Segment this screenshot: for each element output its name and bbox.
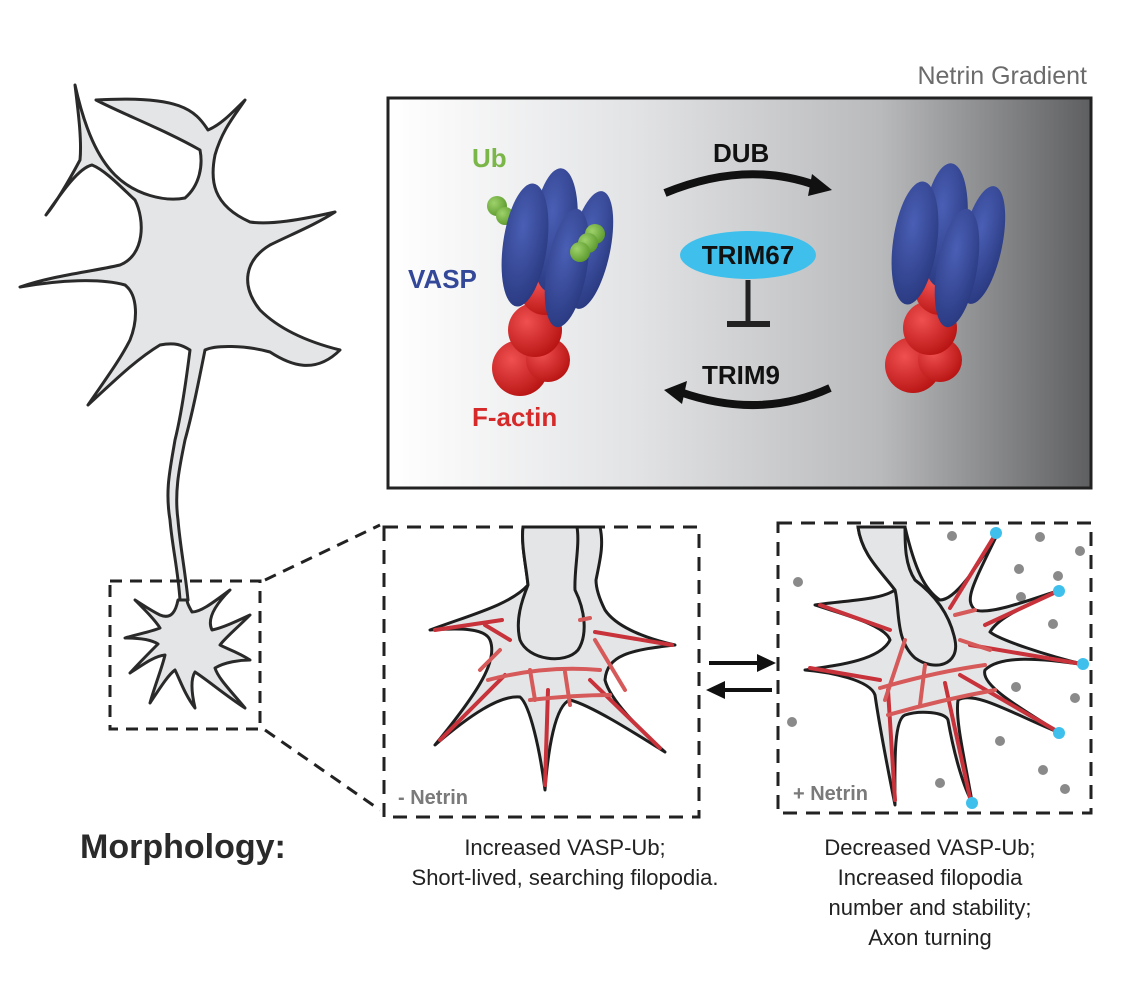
plus-netrin-panel: + Netrin [776,521,1093,815]
netrin-dot [1048,619,1058,629]
netrin-dot [1011,682,1021,692]
netrin-dot [793,577,803,587]
vasp-complex-ubiquitinated [487,168,614,396]
forward-arrowhead-icon [757,654,776,672]
netrin-gradient-panel: Ub VASP F-actin DUB TRIM9 TRIM67 [386,96,1093,490]
netrin-dot [787,717,797,727]
actin-bundle [886,688,897,802]
filopodia-tip-dot [990,527,1002,539]
plus-netrin-label: + Netrin [793,783,868,805]
trim67-oval [680,231,816,279]
actin-bundle [588,678,662,750]
netrin-dot [995,736,1005,746]
actin-bundle [528,668,537,702]
actin-bundle [593,638,627,692]
actin-bundle [883,638,907,702]
filopodia-tip-dot [966,797,978,809]
trim9-label: TRIM9 [702,360,780,390]
plus-netrin-box [776,521,1093,815]
equilibrium-arrows [706,654,776,699]
netrin-molecules [787,531,1085,794]
actin-bundle [943,681,972,800]
caption-minus-netrin: Increased VASP-Ub; Short-lived, searchin… [384,833,746,893]
vasp-unit [501,183,549,307]
netrin-dot [1075,546,1085,556]
growth-cone-small [123,588,252,710]
factin-label: F-actin [472,402,557,432]
actin-bundle [563,670,572,707]
dub-arrow [663,170,817,197]
vasp-label: VASP [408,264,477,294]
vasp-unit [934,208,980,328]
ub-label: Ub [472,143,507,173]
actin-bundle [886,688,997,717]
netrin-dot [1070,693,1080,703]
filopodia-tip-dot [1053,727,1065,739]
actin-bundle [543,688,550,787]
dub-label: DUB [713,138,769,168]
actin-bundle [958,638,992,652]
actin-network-plus [808,533,1084,802]
actin-bundle [593,630,674,647]
morphology-heading: Morphology: [80,828,286,866]
filopodia-tip-dot [1053,585,1065,597]
caption-plus-netrin: Decreased VASP-Ub; Increased filopodia n… [780,833,1080,953]
vasp-unit [891,181,939,305]
trim67-label: TRIM67 [702,240,794,270]
axon-shaft-minus [516,525,586,661]
actin-bundle [438,673,507,742]
actin-bundle [578,616,592,622]
reverse-arrowhead-icon [706,681,725,699]
caption-line: number and stability; [828,895,1032,920]
actin-bundle [953,608,977,617]
actin-bundle [983,590,1058,627]
neuron-body [18,83,342,602]
caption-line: Increased VASP-Ub; [464,835,666,860]
caption-line: Increased filopodia [837,865,1023,890]
netrin-dot [1038,765,1048,775]
zoom-connector-bottom [264,728,381,812]
actin-bundle [483,623,512,642]
netrin-gradient-title: Netrin Gradient [917,62,1087,90]
minus-netrin-panel: - Netrin [382,525,701,819]
netrin-dot [1060,784,1070,794]
actin-bundle [808,666,882,682]
actin-network-minus [433,616,674,787]
dub-arrowhead-icon [808,174,832,196]
zoom-indicator [108,523,381,812]
actin-bundle [528,693,612,702]
vasp-complex-deubiquitinated [885,163,1006,393]
caption-line: Short-lived, searching filopodia. [411,865,719,890]
zoom-box [108,579,262,731]
neuron-illustration [18,83,342,710]
growth-cone-plus [803,525,1088,807]
netrin-dot [1014,564,1024,574]
actin-bundle [433,618,504,632]
actin-bundle [958,673,1057,732]
ub-unit [570,242,590,262]
actin-bundle [818,603,892,632]
netrin-dot [1035,532,1045,542]
filopodia-tip-dot [1077,658,1089,670]
netrin-dot [1016,592,1026,602]
minus-netrin-label: - Netrin [398,787,468,809]
zoom-connector-top [264,523,381,582]
axon-shaft-plus [856,525,958,667]
actin-bundle [918,663,927,707]
trim9-arrow [678,384,832,410]
trim9-arrowhead-icon [664,381,687,404]
vasp-unit [544,208,590,328]
caption-line: Decreased VASP-Ub; [824,835,1036,860]
caption-line: Axon turning [868,925,992,950]
netrin-dot [947,531,957,541]
filopodia-tips [966,527,1089,809]
netrin-dot [1053,571,1063,581]
actin-bundle [486,666,602,682]
netrin-dot [935,778,945,788]
actin-bundle [478,648,502,672]
minus-netrin-box [382,525,701,819]
actin-bundle [948,533,997,610]
